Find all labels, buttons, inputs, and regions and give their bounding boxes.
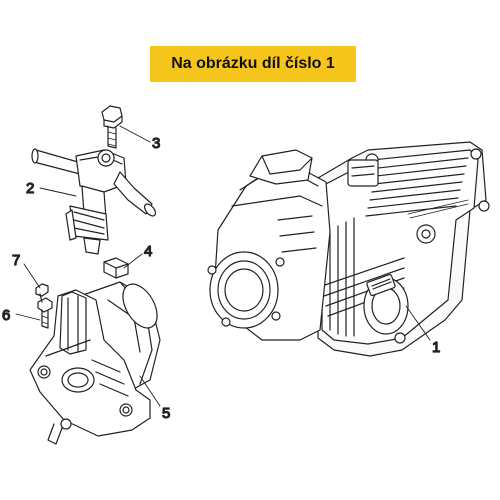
- leader-line-5: [139, 375, 161, 407]
- leader-line-3: [119, 125, 151, 143]
- clip-nut-icon[interactable]: [103, 257, 129, 279]
- leader-line-4: [123, 253, 143, 269]
- leader-line-7: [23, 263, 41, 289]
- callout-3: 3: [152, 135, 160, 152]
- leader-line-2: [39, 187, 77, 197]
- fuel-injector-icon[interactable]: [31, 148, 158, 255]
- leader-lines: [15, 125, 431, 407]
- throttle-body-icon[interactable]: [207, 141, 490, 357]
- callout-5: 5: [162, 405, 170, 422]
- callout-4: 4: [144, 243, 152, 260]
- callout-2: 2: [26, 180, 34, 197]
- bolt-icon[interactable]: [101, 105, 123, 149]
- screw-icon[interactable]: [37, 297, 53, 329]
- callout-6: 6: [2, 307, 10, 324]
- leader-line-1: [405, 305, 431, 341]
- intake-manifold-icon[interactable]: [29, 278, 164, 445]
- callout-1: 1: [432, 339, 440, 356]
- callout-7: 7: [12, 252, 20, 269]
- leader-line-6: [15, 313, 41, 321]
- highlight-banner: Na obrázku díl číslo 1: [150, 46, 356, 82]
